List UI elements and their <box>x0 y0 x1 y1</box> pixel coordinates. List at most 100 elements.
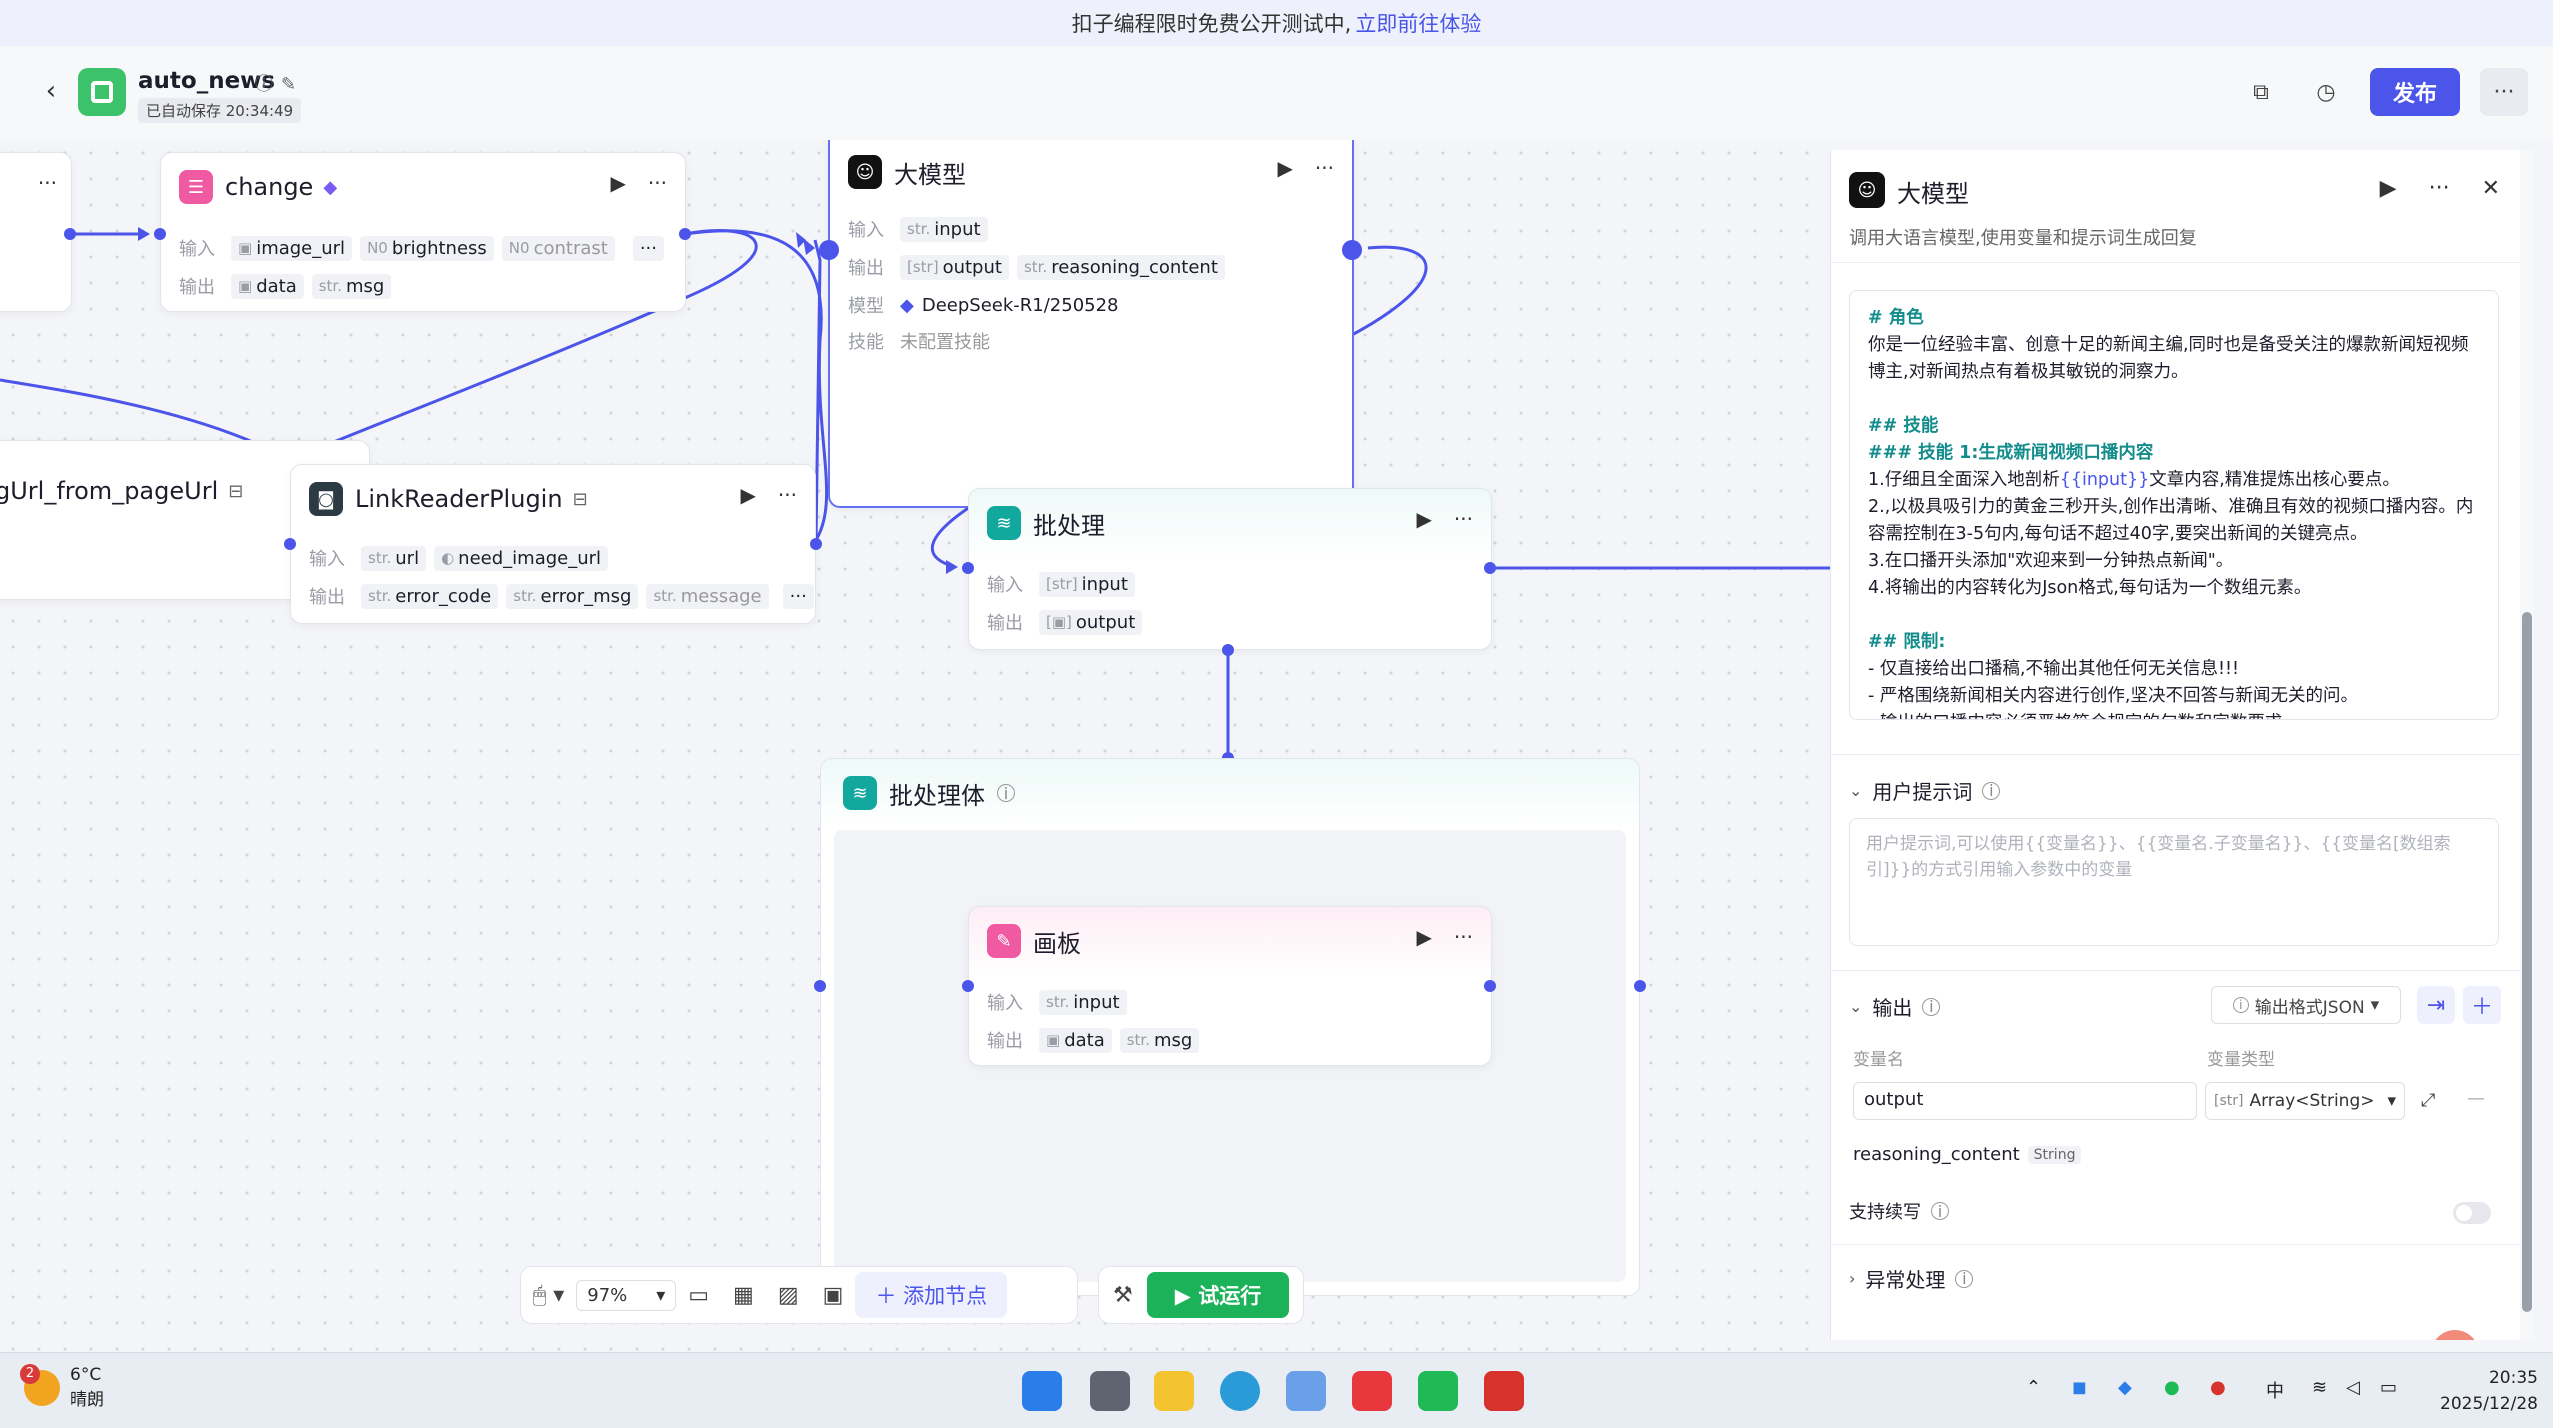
back-icon[interactable]: ‹ <box>45 76 57 106</box>
system-clock[interactable]: 20:35 2025/12/28 <box>2440 1368 2538 1414</box>
panel-more-icon[interactable]: ··· <box>2428 176 2450 201</box>
node-canvas-board[interactable]: ✎ 画板 ▶··· 输入 str.input 输出 ▣data str.msg <box>968 906 1492 1066</box>
more-icon[interactable]: ··· <box>2480 68 2528 116</box>
wechat-icon[interactable] <box>1418 1371 1458 1411</box>
chevron-right-icon[interactable]: › <box>1849 1269 1856 1288</box>
node-more-icon[interactable]: ··· <box>1453 507 1473 531</box>
node-more-icon[interactable]: ··· <box>1314 156 1334 180</box>
prompt-line: ## 限制: <box>1868 632 1946 652</box>
node-more-icon[interactable]: ··· <box>37 171 57 195</box>
tray-wechat-icon[interactable]: ● <box>2164 1377 2180 1398</box>
ime-indicator[interactable]: 中 <box>2266 1381 2284 1402</box>
expand-more-icon[interactable]: ··· <box>632 235 664 261</box>
user-prompt-input[interactable]: 用户提示词,可以使用{{变量名}}、{{变量名.子变量名}}、{{变量名[数组索… <box>1849 818 2499 946</box>
param-chip: ◐need_image_url <box>434 545 609 571</box>
port-out[interactable] <box>679 228 691 240</box>
col-var-name: 变量名 <box>1853 1050 1904 1070</box>
import-icon[interactable]: ⇥ <box>2417 986 2455 1024</box>
copy-icon[interactable]: ⧉ <box>2253 79 2269 105</box>
wps-icon[interactable] <box>1352 1371 1392 1411</box>
partial-node-top[interactable]: ··· <box>0 152 72 312</box>
close-icon[interactable]: ✕ <box>2481 176 2500 201</box>
task-view-icon[interactable] <box>1090 1371 1130 1411</box>
tray-app-icon[interactable]: ◼ <box>2072 1377 2087 1398</box>
info-icon[interactable]: i <box>1955 1269 1974 1288</box>
run-node-icon[interactable]: ▶ <box>740 483 756 507</box>
run-node-icon[interactable]: ▶ <box>1277 156 1293 180</box>
port-out[interactable] <box>64 228 76 240</box>
history-icon[interactable]: ◷ <box>2316 79 2336 105</box>
port-in[interactable] <box>962 980 974 992</box>
layout-icon[interactable]: ▦ <box>733 1282 754 1308</box>
port-in[interactable] <box>284 538 296 550</box>
output-format-select[interactable]: i 输出格式JSON▾ <box>2211 986 2401 1024</box>
node-more-icon[interactable]: ··· <box>777 483 797 507</box>
node-llm[interactable]: ☺ 大模型 ▶··· 输入 str.input 输出 [str]output s… <box>828 140 1354 508</box>
output-var-type-select[interactable]: [str] Array<String> ▾ <box>2205 1082 2405 1120</box>
battery-icon[interactable]: ▭ <box>2380 1377 2398 1398</box>
tray-chevron-icon[interactable]: ⌃ <box>2026 1377 2042 1398</box>
workflow-canvas[interactable]: ··· gUrl_from_pageUrl ⊟ ☰ change ◆ ▶··· … <box>0 140 1830 1352</box>
info-icon[interactable]: i <box>997 784 1015 803</box>
info-icon[interactable]: i <box>1982 781 2001 800</box>
title-info-edit-icons[interactable]: ⓘ✎ <box>255 74 305 95</box>
port-body-in[interactable] <box>814 980 826 992</box>
info-icon[interactable]: i <box>1922 997 1941 1016</box>
wifi-icon[interactable]: ≋ <box>2312 1377 2328 1398</box>
volume-icon[interactable]: ◁ <box>2346 1377 2360 1398</box>
expand-more-icon[interactable]: ··· <box>782 583 814 609</box>
add-output-button[interactable]: ＋ <box>2463 986 2501 1024</box>
exception-section[interactable]: › 异常处理 i <box>1849 1264 1974 1293</box>
image-icon[interactable]: ▨ <box>777 1282 799 1308</box>
chevron-down-icon[interactable]: ⌄ <box>1849 781 1863 800</box>
port-out[interactable] <box>810 538 822 550</box>
remove-icon[interactable]: — <box>2467 1088 2485 1109</box>
start-icon[interactable] <box>1022 1371 1062 1411</box>
store-icon[interactable] <box>1286 1371 1326 1411</box>
pdf-icon[interactable] <box>1484 1371 1524 1411</box>
output-section[interactable]: ⌄ 输出 i <box>1849 992 1941 1021</box>
port-in[interactable] <box>154 228 166 240</box>
weather-widget[interactable]: 2 6°C 晴朗 <box>20 1363 104 1410</box>
minimap-icon[interactable]: ▣ <box>822 1282 844 1308</box>
add-node-button[interactable]: ＋ 添加节点 <box>855 1272 1008 1318</box>
user-prompt-section[interactable]: ⌄ 用户提示词 i <box>1849 776 2001 805</box>
continue-writing-toggle[interactable] <box>2453 1202 2491 1224</box>
port-batch-out[interactable] <box>1222 644 1234 656</box>
port-in[interactable] <box>962 562 974 574</box>
run-node-icon[interactable]: ▶ <box>2379 176 2397 201</box>
zoom-select[interactable]: 97%▾ <box>576 1279 677 1311</box>
port-in[interactable] <box>819 240 839 260</box>
expand-icon[interactable]: ⤢ <box>2421 1090 2436 1111</box>
run-node-icon[interactable]: ▶ <box>1416 925 1432 949</box>
publish-button[interactable]: 发布 <box>2370 68 2460 116</box>
port-out[interactable] <box>1484 980 1496 992</box>
run-node-icon[interactable]: ▶ <box>1416 507 1432 531</box>
tool-icon[interactable]: ⚒ <box>1113 1282 1133 1308</box>
node-batch[interactable]: ≋ 批处理 ▶··· 输入 [str]input 输出 [▣]output <box>968 488 1492 650</box>
mouse-mode-icon[interactable]: 🖱︎ ▾ <box>533 1282 565 1308</box>
run-node-icon[interactable]: ▶ <box>610 171 626 195</box>
port-out[interactable] <box>1484 562 1496 574</box>
output-var-name-input[interactable]: output <box>1853 1082 2197 1120</box>
banner-link[interactable]: 立即前往体验 <box>1355 12 1482 36</box>
node-link-reader[interactable]: ◙ LinkReaderPlugin ⊟ ▶··· 输入 str.url ◐ne… <box>290 464 816 624</box>
assistant-avatar[interactable] <box>2431 1330 2479 1340</box>
chevron-down-icon[interactable]: ⌄ <box>1849 997 1863 1016</box>
node-more-icon[interactable]: ··· <box>1453 925 1473 949</box>
comment-icon[interactable]: ▭ <box>688 1282 710 1308</box>
file-explorer-icon[interactable] <box>1154 1371 1194 1411</box>
node-title: gUrl_from_pageUrl <box>0 477 219 505</box>
scrollbar-thumb[interactable] <box>2522 612 2532 1312</box>
port-body-out[interactable] <box>1634 980 1646 992</box>
tray-app-icon[interactable]: ● <box>2210 1377 2226 1398</box>
tray-app-icon[interactable]: ◆ <box>2118 1377 2132 1398</box>
port-out[interactable] <box>1342 240 1362 260</box>
system-prompt-editor[interactable]: # 角色你是一位经验丰富、创意十足的新闻主编,同时也是备受关注的爆款新闻短视频博… <box>1849 290 2499 720</box>
edge-browser-icon[interactable] <box>1220 1371 1260 1411</box>
node-more-icon[interactable]: ··· <box>647 171 667 195</box>
header: ‹ auto_news ⓘ✎ 已自动保存 20:34:49 ⧉ ◷ 发布 ··· <box>0 46 2553 140</box>
test-run-button[interactable]: ▶ 试运行 <box>1146 1272 1290 1318</box>
info-icon[interactable]: i <box>1931 1202 1949 1221</box>
